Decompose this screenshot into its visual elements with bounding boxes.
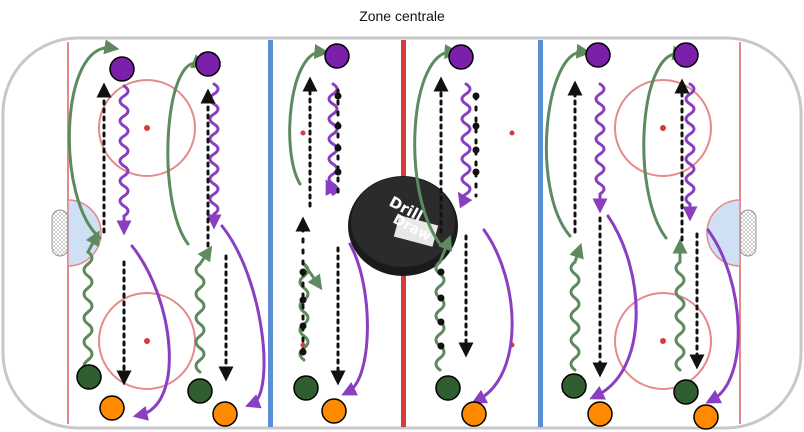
player-orange [99, 395, 125, 421]
forward-skate-path [434, 235, 453, 372]
player-green [673, 379, 699, 405]
backward-skate-path [592, 82, 608, 214]
backward-skate-path [682, 82, 698, 222]
goal-crease-left [67, 199, 102, 267]
player-green [187, 378, 213, 404]
player-purple [448, 44, 474, 70]
backward-skate-path [589, 214, 638, 400]
player-orange [212, 401, 238, 427]
forward-skate-path [544, 43, 592, 238]
backward-skate-path [325, 82, 340, 197]
backward-skate-path [471, 228, 514, 404]
forward-skate-path [569, 242, 584, 372]
faceoff-circle-top-left [98, 79, 196, 177]
forward-skate-path [672, 238, 688, 372]
diagram-title: Zone centrale [359, 8, 445, 24]
player-purple [195, 51, 221, 77]
forward-skate-path [67, 39, 120, 240]
player-green [435, 375, 461, 401]
faceoff-circle-top-right [614, 79, 712, 177]
backward-skate-path [705, 228, 740, 404]
backward-skate-path [130, 244, 171, 421]
backward-skate-path [220, 224, 266, 409]
blue-line-left [268, 40, 273, 427]
faceoff-dot [509, 130, 515, 136]
player-green [293, 375, 319, 401]
player-green [561, 373, 587, 399]
forward-skate-path [288, 44, 330, 186]
backward-skate-path [116, 84, 132, 236]
players-purple [109, 42, 699, 82]
forward-skate-path [642, 45, 688, 240]
goal-net-left [51, 209, 69, 257]
players-green [76, 364, 699, 405]
goal-net-right [739, 209, 757, 257]
backward-skate-path [206, 82, 222, 230]
player-purple [324, 43, 350, 69]
forward-skate-path [194, 245, 213, 374]
player-orange [693, 404, 719, 430]
forward-skate-path [82, 230, 100, 374]
backward-skate-path [341, 242, 369, 396]
forward-skate-path [166, 54, 207, 246]
blue-line-right [538, 40, 543, 427]
player-purple [109, 56, 135, 82]
drill-paths [67, 39, 740, 421]
goal-crease-right [706, 199, 741, 267]
player-purple [673, 42, 699, 68]
player-orange [587, 401, 613, 427]
faceoff-dot [300, 130, 306, 136]
players-orange [99, 395, 719, 430]
forward-skate-path [413, 44, 460, 246]
backward-skate-path [457, 82, 473, 209]
faceoff-circle-bottom-right [614, 292, 712, 390]
player-green [76, 364, 102, 390]
forward-skate-path [298, 262, 323, 362]
player-orange [461, 401, 487, 427]
puck-markers [299, 92, 480, 356]
player-purple [585, 42, 611, 68]
player-orange [321, 398, 347, 424]
